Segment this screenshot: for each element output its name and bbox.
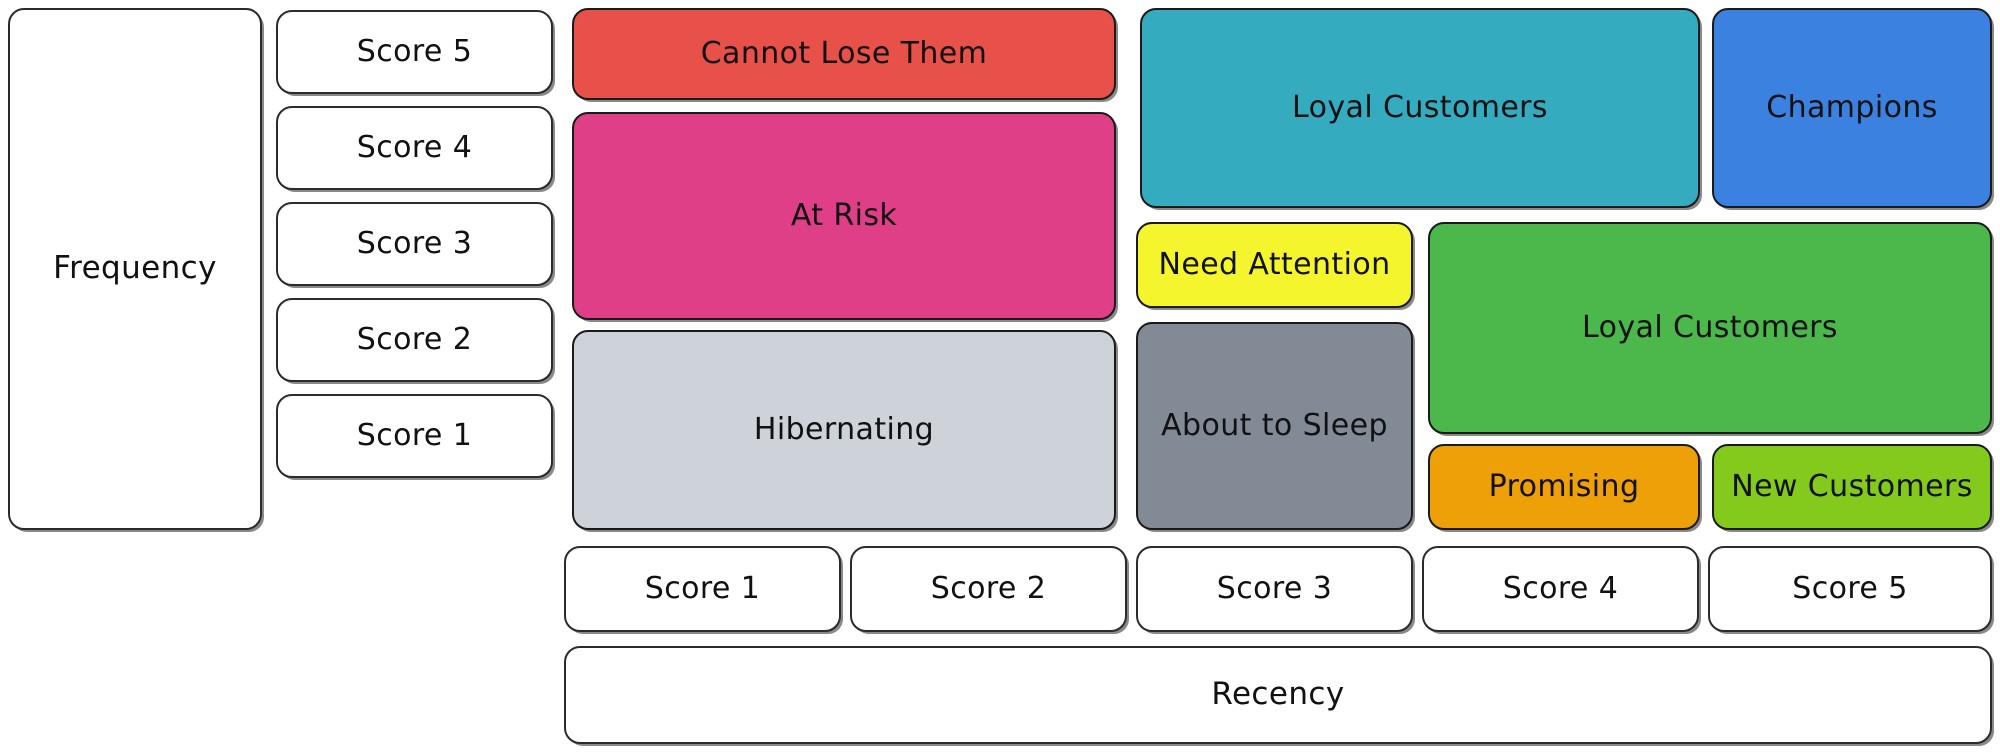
frequency-score-box-3[interactable]: Score 3 — [276, 202, 553, 286]
recency-score-box-1[interactable]: Score 1 — [564, 546, 841, 632]
frequency-axis-box: Frequency — [8, 8, 262, 530]
recency-score-box-4-label: Score 4 — [1502, 570, 1619, 606]
segment-champions-label: Champions — [1766, 89, 1938, 125]
segment-loyal-customers-green[interactable]: Loyal Customers — [1428, 222, 1992, 434]
frequency-score-box-4-label: Score 4 — [356, 129, 473, 165]
recency-axis-box-label: Recency — [1211, 676, 1345, 713]
frequency-score-box-1-label: Score 1 — [356, 417, 473, 453]
segment-hibernating-label: Hibernating — [753, 411, 935, 447]
frequency-score-box-2[interactable]: Score 2 — [276, 298, 553, 382]
recency-score-box-1-label: Score 1 — [644, 570, 761, 606]
segment-new-customers[interactable]: New Customers — [1712, 444, 1992, 530]
frequency-score-box-5[interactable]: Score 5 — [276, 10, 553, 94]
segment-loyal-customers-teal-label: Loyal Customers — [1292, 89, 1548, 125]
recency-score-box-4[interactable]: Score 4 — [1422, 546, 1699, 632]
recency-score-box-3[interactable]: Score 3 — [1136, 546, 1413, 632]
frequency-score-box-5-label: Score 5 — [356, 33, 473, 69]
recency-score-box-2[interactable]: Score 2 — [850, 546, 1127, 632]
recency-score-box-2-label: Score 2 — [930, 570, 1047, 606]
segment-champions[interactable]: Champions — [1712, 8, 1992, 208]
segment-loyal-customers-teal[interactable]: Loyal Customers — [1140, 8, 1700, 208]
segment-need-attention-label: Need Attention — [1158, 246, 1391, 282]
recency-score-box-5-label: Score 5 — [1792, 570, 1908, 606]
frequency-score-box-1[interactable]: Score 1 — [276, 394, 553, 478]
segment-about-to-sleep[interactable]: About to Sleep — [1136, 322, 1413, 530]
segment-promising-label: Promising — [1488, 468, 1640, 504]
segment-hibernating[interactable]: Hibernating — [572, 330, 1116, 530]
frequency-score-box-2-label: Score 2 — [356, 321, 473, 357]
segment-at-risk-label: At Risk — [790, 197, 898, 233]
segment-at-risk[interactable]: At Risk — [572, 112, 1116, 320]
segment-need-attention[interactable]: Need Attention — [1136, 222, 1413, 308]
frequency-axis-box-label: Frequency — [53, 250, 217, 287]
segment-cannot-lose-them[interactable]: Cannot Lose Them — [572, 8, 1116, 100]
segment-about-to-sleep-label: About to Sleep — [1161, 407, 1388, 443]
segment-cannot-lose-them-label: Cannot Lose Them — [700, 35, 988, 71]
recency-axis-box: Recency — [564, 646, 1992, 744]
recency-score-box-3-label: Score 3 — [1216, 570, 1333, 606]
segment-new-customers-label: New Customers — [1731, 468, 1973, 504]
segment-promising[interactable]: Promising — [1428, 444, 1700, 530]
recency-score-box-5[interactable]: Score 5 — [1708, 546, 1992, 632]
frequency-score-box-3-label: Score 3 — [356, 225, 473, 261]
segment-loyal-customers-green-label: Loyal Customers — [1582, 309, 1838, 345]
frequency-score-box-4[interactable]: Score 4 — [276, 106, 553, 190]
